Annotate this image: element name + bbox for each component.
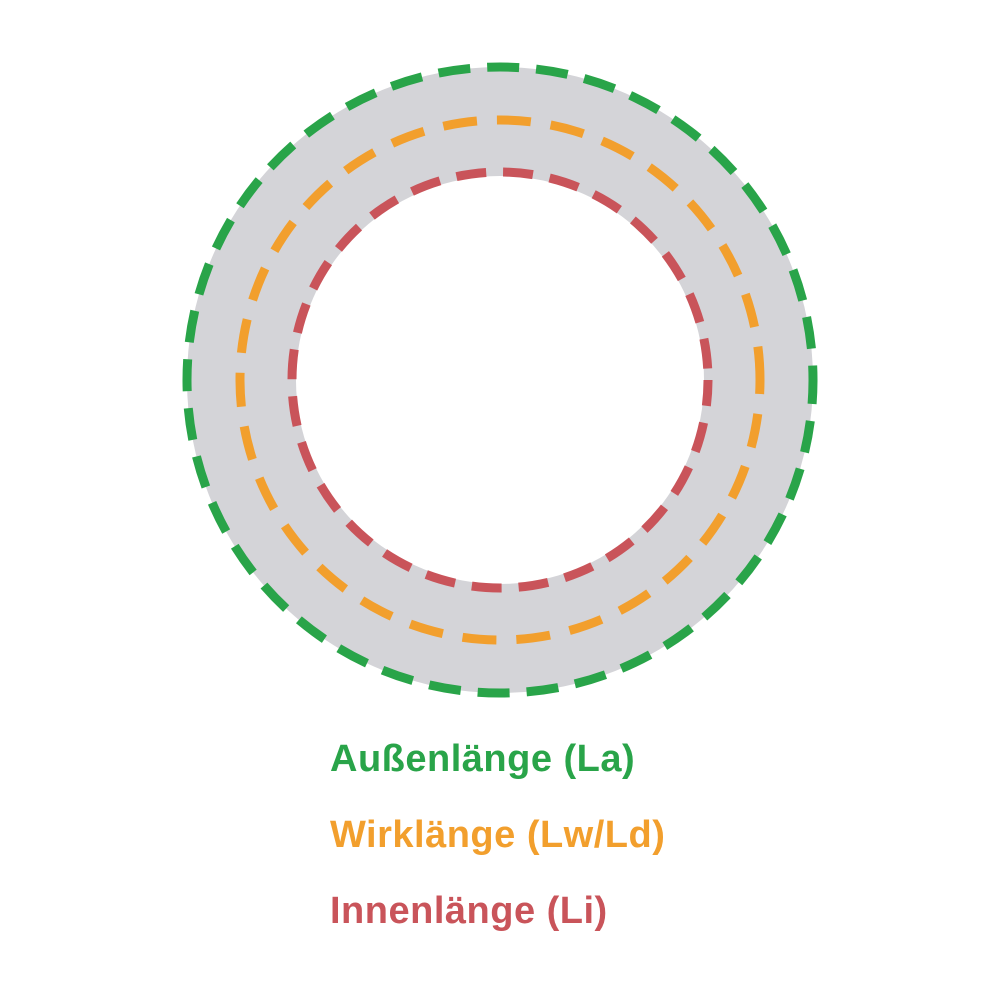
inner-length-label: Innenlänge (Li) [330,890,608,932]
effective-length-circle [235,115,765,645]
effective-length-label: Wirklänge (Lw/Ld) [330,814,666,856]
inner-length-circle [287,167,713,593]
outer-length-circle [182,62,818,698]
length-legend: Außenlänge (La) Wirklänge (Lw/Ld) Innenl… [330,736,665,934]
outer-length-label: Außenlänge (La) [330,738,636,780]
